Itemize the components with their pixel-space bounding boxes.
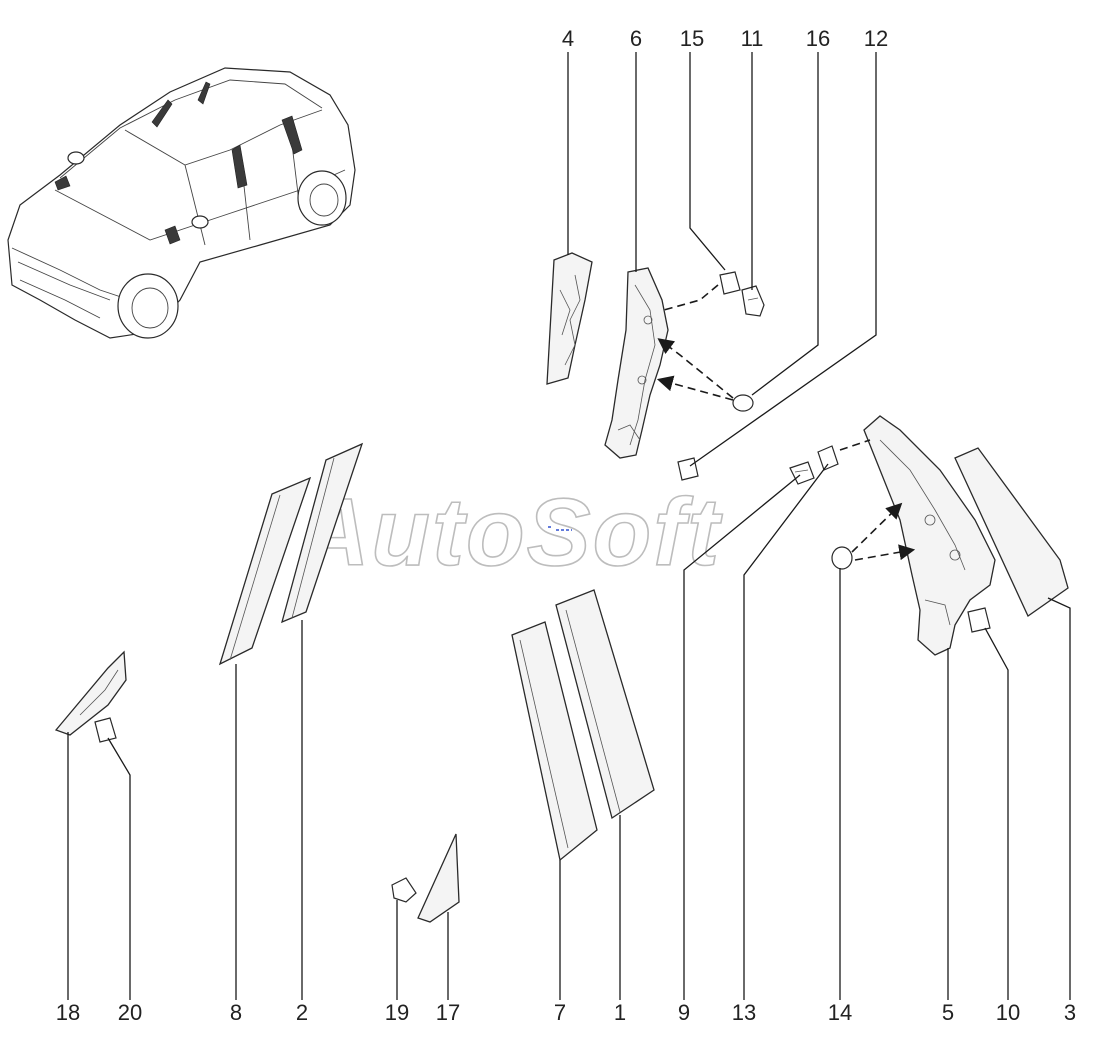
part-3	[954, 447, 1069, 617]
part-14	[831, 546, 853, 570]
callout-4: 4	[562, 26, 574, 51]
callout-labels: 4 6 15 11 16 12 18 20 8 2 19 17 7 1 9 13…	[56, 26, 1076, 1025]
part-12	[677, 457, 699, 481]
install-arrow	[839, 439, 871, 451]
part-6	[604, 267, 669, 459]
leader-lines	[67, 52, 1071, 1000]
watermark-mark	[548, 526, 572, 531]
part-17	[417, 833, 460, 923]
callout-15: 15	[680, 26, 704, 51]
callout-16: 16	[806, 26, 830, 51]
callout-6: 6	[630, 26, 642, 51]
part-19	[391, 877, 417, 903]
part-13	[817, 445, 839, 471]
callout-14: 14	[828, 1000, 852, 1025]
vehicle-illustration	[7, 67, 356, 339]
callout-2: 2	[296, 1000, 308, 1025]
callout-17: 17	[436, 1000, 460, 1025]
part-20	[94, 717, 117, 743]
install-arrow	[657, 338, 734, 399]
watermark-text: AutoSoft	[298, 479, 723, 586]
callout-10: 10	[996, 1000, 1020, 1025]
callout-18: 18	[56, 1000, 80, 1025]
part-2	[281, 442, 364, 624]
callout-20: 20	[118, 1000, 142, 1025]
callout-19: 19	[385, 1000, 409, 1025]
callout-13: 13	[732, 1000, 756, 1025]
part-16	[732, 394, 754, 412]
callout-3: 3	[1064, 1000, 1076, 1025]
callout-1: 1	[614, 1000, 626, 1025]
part-1	[555, 589, 655, 820]
part-18	[54, 650, 127, 736]
part-15	[719, 271, 741, 295]
callout-5: 5	[942, 1000, 954, 1025]
callout-12: 12	[864, 26, 888, 51]
install-arrow	[854, 544, 916, 561]
callout-9: 9	[678, 1000, 690, 1025]
part-10	[967, 607, 991, 633]
part-8	[218, 476, 312, 666]
install-arrow	[851, 502, 903, 553]
part-7	[511, 621, 598, 862]
callout-8: 8	[230, 1000, 242, 1025]
callout-7: 7	[554, 1000, 566, 1025]
part-4	[546, 252, 593, 385]
callout-11: 11	[741, 26, 764, 51]
part-11	[741, 285, 765, 317]
install-arrow	[663, 284, 719, 311]
